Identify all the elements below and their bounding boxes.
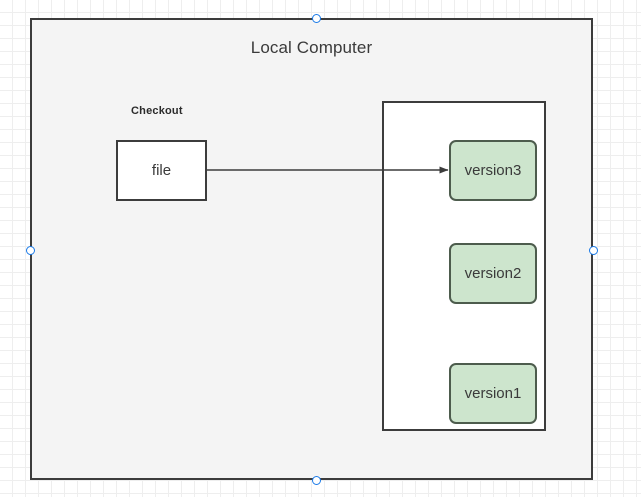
node-version3[interactable]: version3 bbox=[449, 140, 537, 201]
selection-handle-left[interactable] bbox=[25, 245, 35, 255]
node-file-label: file bbox=[151, 162, 172, 179]
checkout-label: Checkout bbox=[131, 105, 183, 117]
node-version1[interactable]: version1 bbox=[449, 363, 537, 424]
selection-handle-bottom[interactable] bbox=[311, 475, 321, 485]
node-version2[interactable]: version2 bbox=[449, 243, 537, 304]
node-file[interactable]: file bbox=[116, 140, 207, 201]
selection-handle-right[interactable] bbox=[588, 245, 598, 255]
selection-handle-top[interactable] bbox=[311, 13, 321, 23]
node-version2-label: version2 bbox=[464, 265, 522, 282]
container-local-computer-title: Local Computer bbox=[250, 38, 373, 57]
node-version3-label: version3 bbox=[464, 162, 522, 179]
node-version1-label: version1 bbox=[464, 385, 522, 402]
